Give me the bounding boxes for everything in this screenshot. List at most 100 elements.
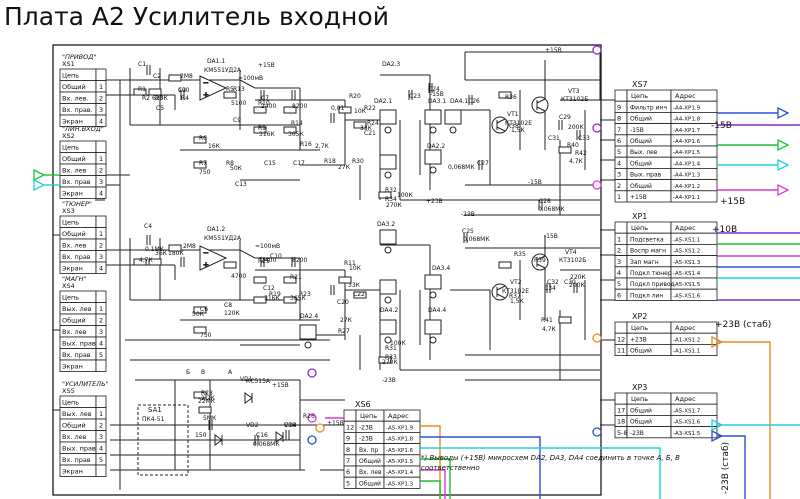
connector-pin-number: 3	[99, 253, 103, 261]
component-label: R14	[291, 120, 303, 127]
component-label: 316К	[264, 295, 280, 302]
connector-pin-number: 4	[99, 445, 103, 453]
resistor	[223, 91, 237, 99]
capacitor	[260, 90, 265, 100]
analog-switch	[424, 109, 442, 125]
component-label: R6	[199, 135, 207, 142]
capacitor	[576, 130, 581, 140]
component-label: C9	[233, 117, 241, 124]
table-row-number: 3	[617, 258, 621, 266]
table-row-number: 6	[617, 291, 621, 299]
component-label: ≈100мВ	[255, 243, 280, 250]
component-label: DA3.4	[432, 265, 450, 272]
component-label: R8	[226, 160, 234, 167]
table-row-address: -А5-ХР1.4	[386, 470, 414, 476]
component-label: +15В	[327, 420, 344, 427]
component-label: 36К	[155, 250, 168, 257]
component-label: 0,1МК	[145, 246, 165, 253]
resistor	[283, 106, 297, 114]
page-title: Плата А2 Усилитель входной	[4, 2, 389, 31]
resistor	[253, 276, 267, 284]
resistor	[193, 161, 207, 169]
resistor	[133, 258, 147, 266]
component-label: 750	[199, 169, 211, 176]
component-label: DA2.4	[300, 313, 318, 320]
component-label: R22	[364, 105, 376, 112]
resistor	[133, 88, 147, 96]
component-label: C17	[293, 160, 305, 167]
table-row-address: -А5-ХР1.9	[386, 425, 414, 431]
capacitor	[260, 257, 265, 267]
table-row-address: -А4-ХР1.7	[673, 128, 701, 134]
input-arrow-green	[33, 168, 46, 182]
table-row-number: 2	[617, 182, 621, 190]
switch-sa1	[137, 404, 189, 476]
component-label: R42	[575, 150, 587, 157]
table-row-net: Вых. прав	[630, 172, 662, 179]
opamp-da1-1	[199, 75, 228, 101]
switch-control	[384, 296, 392, 304]
capacitor	[558, 120, 563, 130]
component-label: 50К	[192, 311, 205, 318]
component-label: R27	[338, 328, 350, 335]
transistor-vt2	[491, 283, 509, 301]
component-label: C13	[235, 181, 247, 188]
table-row-number: 5-8	[617, 429, 628, 437]
component-label: 27К	[340, 317, 353, 324]
connector-num-cell	[95, 261, 107, 274]
capacitor	[573, 283, 578, 293]
connector-pin-number: 4	[99, 265, 103, 273]
table-row-number: 6	[617, 137, 621, 145]
table-row-address: -А5-ХР1.6	[386, 448, 414, 454]
table-row-number: 9	[346, 435, 350, 443]
component-label: -23В	[382, 377, 396, 384]
connector-pin-number: 4	[99, 190, 103, 198]
test-point	[592, 123, 602, 133]
table-row-address: -А5-ХS1.2	[673, 249, 700, 255]
resistor	[498, 261, 512, 269]
wire	[105, 184, 121, 250]
table-row-address: -А4-ХР1.5	[673, 150, 701, 156]
table-row-number: 5	[346, 479, 350, 487]
component-label: 100	[178, 87, 190, 94]
component-label: 2М8	[183, 243, 196, 250]
table-cell	[614, 392, 628, 405]
component-label: R24	[367, 120, 379, 127]
analog-switch	[444, 109, 462, 125]
transistor-vt1-leads	[496, 118, 506, 132]
table-row-address: -А1-ХS1.2	[673, 337, 700, 343]
table-cell	[383, 476, 421, 489]
connector-pin-label: Вх. лев	[62, 167, 87, 175]
component-label: R19	[269, 291, 281, 298]
connector-num-cell	[95, 140, 107, 153]
component-label: 16К	[208, 143, 221, 150]
component-label: В	[201, 369, 205, 376]
component-label: 4,7К	[569, 158, 584, 165]
table-row-net: Общий	[359, 480, 381, 487]
label-minus23-stab: -23В (стаб)	[721, 442, 731, 494]
resistor	[148, 88, 162, 96]
component-label: C5	[156, 105, 164, 112]
table-row-net: Общий	[359, 458, 381, 465]
table-row-net: Вх. пр	[359, 447, 378, 454]
component-label: 220К	[570, 274, 586, 281]
connector-pin-number: 3	[99, 433, 103, 441]
table-row-number: 5	[617, 280, 621, 288]
resistor	[378, 191, 392, 199]
switch-control	[429, 166, 437, 174]
component-label: R41	[541, 317, 553, 324]
opamp-da1-1-minus: −	[203, 79, 209, 87]
capacitor	[180, 257, 185, 267]
component-label: R35	[514, 251, 526, 258]
table-row-number: 1	[617, 193, 621, 201]
connector-pin-number: 1	[99, 83, 103, 91]
resistor	[338, 106, 352, 114]
connector-pin-label: Вх. прав	[62, 351, 91, 359]
component-label: DA3.1	[428, 98, 446, 105]
connector-ref: XS2	[62, 132, 75, 140]
